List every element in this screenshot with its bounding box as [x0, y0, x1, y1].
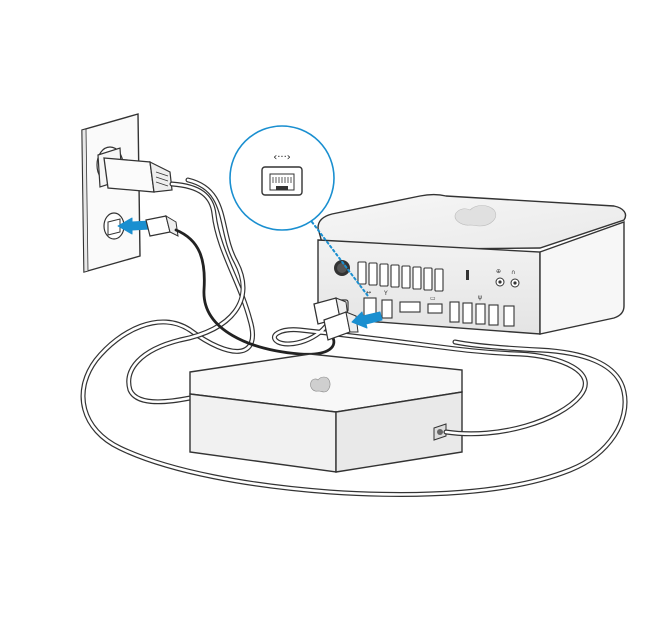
usb-port-icon — [450, 302, 459, 322]
security-slot-icon — [466, 270, 469, 280]
svg-text:∩: ∩ — [511, 269, 515, 276]
apple-logo-icon — [311, 377, 331, 392]
sd-slot-icon — [504, 306, 514, 326]
firewire-port-icon — [382, 300, 392, 318]
power-adapter — [190, 354, 462, 472]
svg-text:ψ: ψ — [478, 294, 482, 301]
ethernet-symbol-label: ‹···› — [273, 152, 291, 163]
wall-plate — [82, 114, 140, 272]
usb-port-icon — [476, 304, 485, 324]
mac-mini: ⊕ ∩ ↔ Y ▭ ψ — [314, 195, 626, 341]
usb-port-icon — [463, 303, 472, 323]
hdmi-port-icon — [400, 302, 420, 312]
ethernet-port-icon — [262, 167, 302, 195]
mini-displayport-icon — [428, 304, 442, 313]
ethernet-plug-wall — [146, 216, 178, 236]
svg-text:⊕: ⊕ — [496, 268, 501, 275]
usb-port-icon — [489, 305, 498, 325]
svg-text:▭: ▭ — [430, 295, 436, 302]
svg-text:Y: Y — [383, 290, 388, 297]
